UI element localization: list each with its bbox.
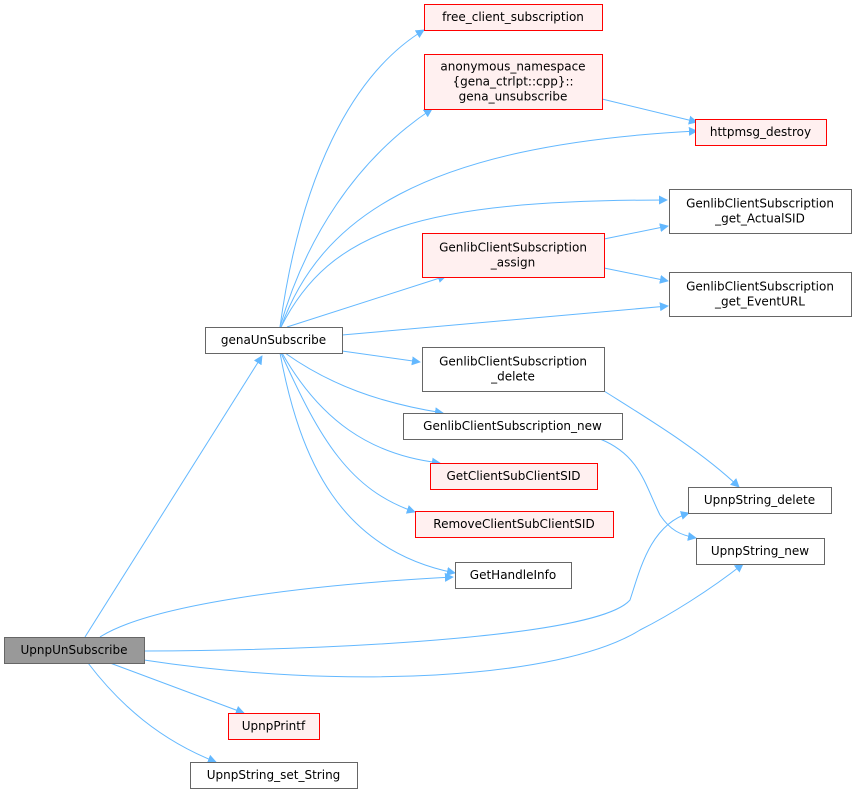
edge-upnpunsubscribe-to-upnpstring-new — [143, 563, 744, 678]
node-label-line: anonymous_namespace — [440, 60, 585, 74]
node-label-line: GenlibClientSubscription — [439, 355, 587, 369]
node-box — [669, 189, 852, 234]
node-label-line: GenlibClientSubscription — [686, 280, 834, 294]
edge-upnpunsubscribe-to-gethandleinfo — [99, 572, 454, 638]
node-label-line: UpnpString_new — [711, 544, 809, 558]
node-box — [455, 562, 572, 589]
node-httpmsg-destroy[interactable]: httpmsg_destroy — [695, 119, 827, 146]
edge-genaunsubscribe-to-subscription-delete — [341, 350, 421, 366]
edge-subscription-new-to-upnpstring-new — [599, 438, 697, 541]
node-label-line: GenlibClientSubscription — [686, 197, 834, 211]
node-genaunsubscribe[interactable]: genaUnSubscribe — [205, 327, 343, 354]
node-box — [422, 347, 605, 392]
edge-upnpunsubscribe-to-genaunsubscribe — [84, 355, 263, 638]
node-label-line: UpnpPrintf — [242, 719, 306, 733]
node-gena-unsubscribe[interactable]: anonymous_namespace{gena_ctrlpt::cpp}::g… — [424, 54, 603, 110]
node-box — [688, 487, 832, 514]
edge-genaunsubscribe-to-free-client-subscription — [279, 29, 425, 328]
node-label-line: UpnpUnSubscribe — [21, 643, 128, 657]
node-label-line: genaUnSubscribe — [221, 333, 326, 347]
node-label-line: _delete — [490, 370, 535, 384]
edge-subscription-delete-to-upnpstring-delete — [603, 390, 740, 488]
node-free-client-subscription[interactable]: free_client_subscription — [424, 4, 603, 31]
node-upnpstring-delete[interactable]: UpnpString_delete — [688, 487, 832, 514]
node-getclientsubclientsid[interactable]: GetClientSubClientSID — [430, 463, 598, 490]
node-box — [669, 272, 852, 317]
node-upnpstring-set-string[interactable]: UpnpString_set_String — [190, 762, 358, 789]
node-box — [696, 538, 825, 565]
node-label-line: GetClientSubClientSID — [446, 469, 580, 483]
node-box — [430, 463, 598, 490]
node-label-line: {gena_ctrlpt::cpp}:: — [452, 75, 573, 89]
nodes-layer: UpnpUnSubscribe genaUnSubscribe free_clien… — [4, 4, 852, 789]
edge-genaunsubscribe-to-get-actualsid — [280, 195, 668, 328]
edge-upnpunsubscribe-to-upnpstring-set-string — [87, 662, 217, 764]
edge-genaunsubscribe-to-getclientsubclientsid — [281, 352, 441, 467]
node-label-line: free_client_subscription — [442, 10, 584, 24]
node-box — [415, 511, 614, 538]
node-label-line: gena_unsubscribe — [459, 90, 568, 104]
node-label-line: GenlibClientSubscription — [439, 241, 587, 255]
node-box — [424, 4, 603, 31]
edge-genaunsubscribe-to-subscription-new — [284, 352, 444, 417]
edge-gena-unsubscribe-to-httpmsg-destroy — [601, 98, 698, 125]
node-box — [190, 762, 358, 789]
node-box — [695, 119, 827, 146]
node-gethandleinfo[interactable]: GetHandleInfo — [455, 562, 572, 589]
node-subscription-assign[interactable]: GenlibClientSubscription_assign — [422, 233, 605, 278]
node-label-line: UpnpString_set_String — [207, 768, 341, 782]
node-label-line: httpmsg_destroy — [710, 125, 811, 139]
node-upnpunsubscribe[interactable]: UpnpUnSubscribe — [4, 637, 145, 664]
edge-subscription-assign-to-get-eventurl — [603, 267, 669, 284]
node-label-line: _assign — [490, 256, 535, 270]
edge-genaunsubscribe-to-removeclientsubclientsid — [280, 352, 416, 514]
node-subscription-delete[interactable]: GenlibClientSubscription_delete — [422, 347, 605, 392]
node-upnpstring-new[interactable]: UpnpString_new — [696, 538, 825, 565]
node-label-line: _get_EventURL — [714, 295, 805, 309]
node-removeclientsubclientsid[interactable]: RemoveClientSubClientSID — [415, 511, 614, 538]
node-subscription-new[interactable]: GenlibClientSubscription_new — [403, 413, 623, 440]
node-box — [205, 327, 343, 354]
node-get-actualsid[interactable]: GenlibClientSubscription_get_ActualSID — [669, 189, 852, 234]
node-label-line: _get_ActualSID — [714, 212, 805, 226]
node-box — [228, 713, 320, 740]
node-label-line: UpnpString_delete — [704, 493, 815, 507]
edge-genaunsubscribe-to-get-eventurl — [341, 302, 669, 336]
node-box — [422, 233, 605, 278]
edge-upnpunsubscribe-to-upnpstring-delete — [143, 511, 690, 652]
node-box — [4, 637, 145, 664]
node-box — [424, 54, 603, 110]
node-get-eventurl[interactable]: GenlibClientSubscription_get_EventURL — [669, 272, 852, 317]
edge-genaunsubscribe-to-gethandleinfo — [279, 352, 456, 576]
node-upnpprintf[interactable]: UpnpPrintf — [228, 713, 320, 740]
edge-genaunsubscribe-to-subscription-assign — [286, 274, 447, 328]
node-label-line: RemoveClientSubClientSID — [433, 517, 594, 531]
edge-subscription-assign-to-get-actualsid — [603, 223, 669, 240]
edges-layer — [84, 29, 744, 764]
edge-genaunsubscribe-to-gena-unsubscribe — [279, 108, 433, 328]
node-label-line: GetHandleInfo — [470, 568, 556, 582]
edge-genaunsubscribe-to-httpmsg-destroy — [280, 126, 698, 328]
node-box — [403, 413, 623, 440]
edge-upnpunsubscribe-to-upnpprintf — [109, 662, 245, 715]
node-label-line: GenlibClientSubscription_new — [423, 419, 602, 433]
